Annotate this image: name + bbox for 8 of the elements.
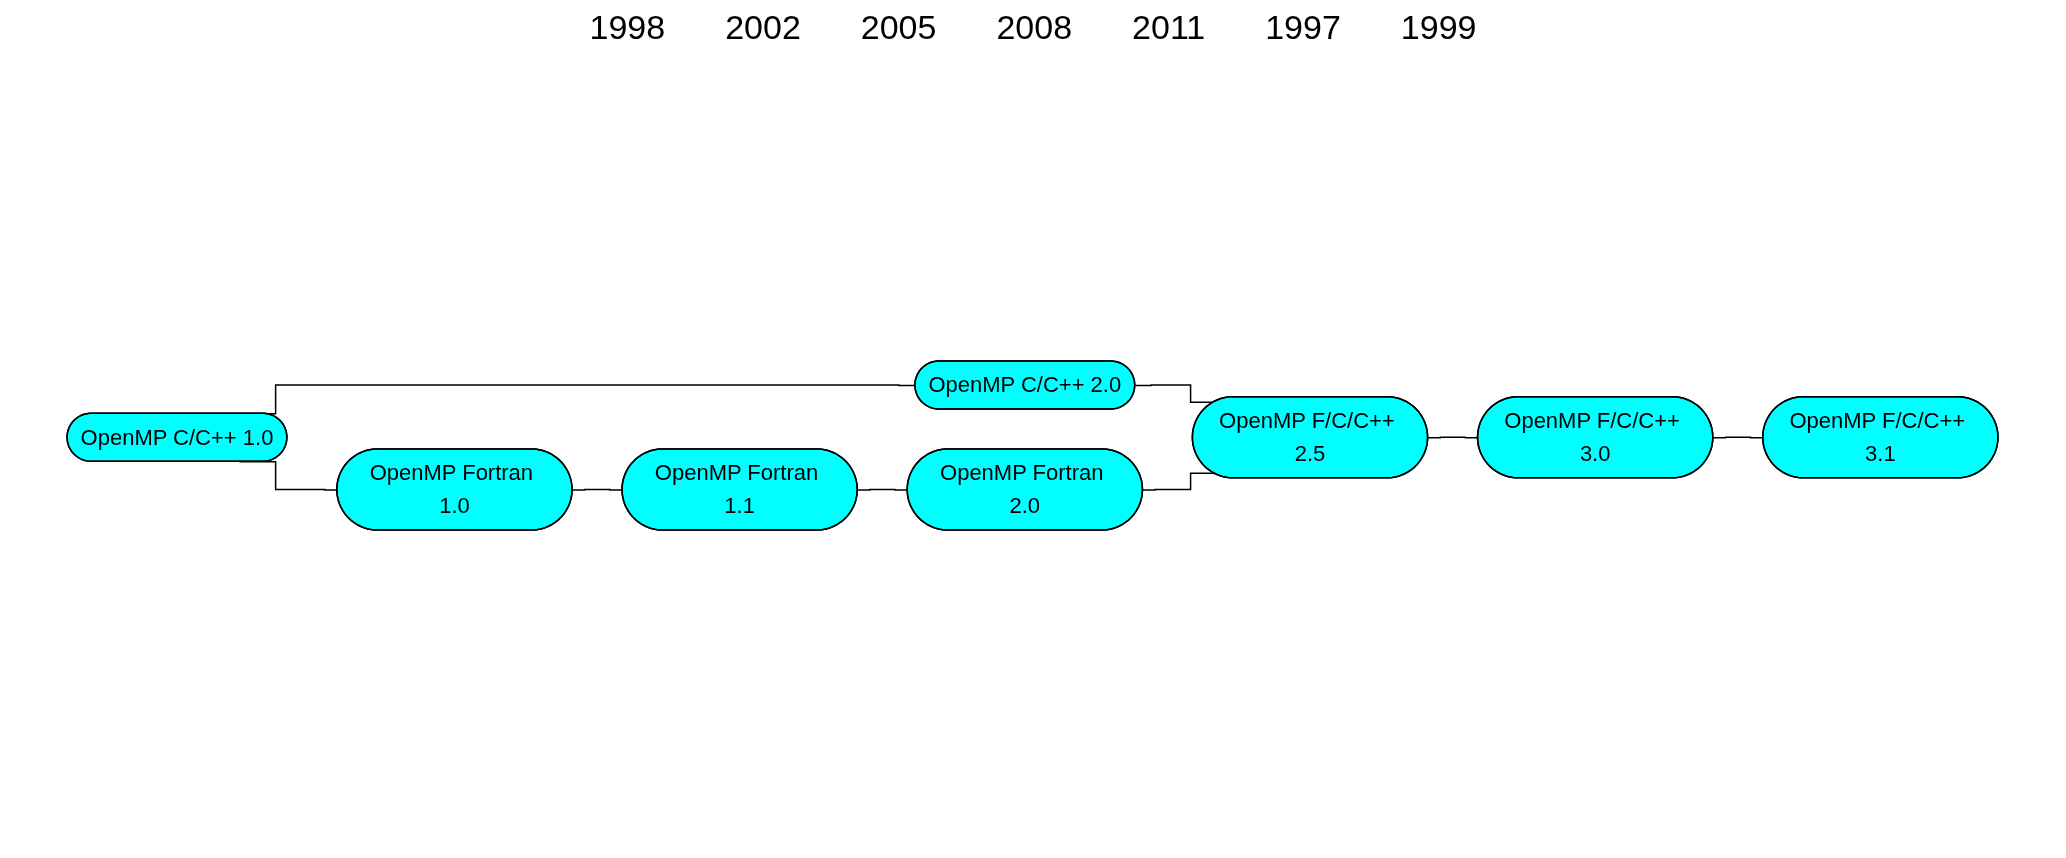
year-label: 2008 <box>996 8 1073 47</box>
year-label: 2005 <box>860 8 937 47</box>
year-label: 1999 <box>1400 8 1477 47</box>
year-label: 2002 <box>725 8 801 47</box>
year-label: 2011 <box>1132 8 1206 47</box>
connector <box>1142 471 1215 491</box>
year-label: 1997 <box>1265 8 1341 47</box>
year-label: 1998 <box>589 8 666 47</box>
